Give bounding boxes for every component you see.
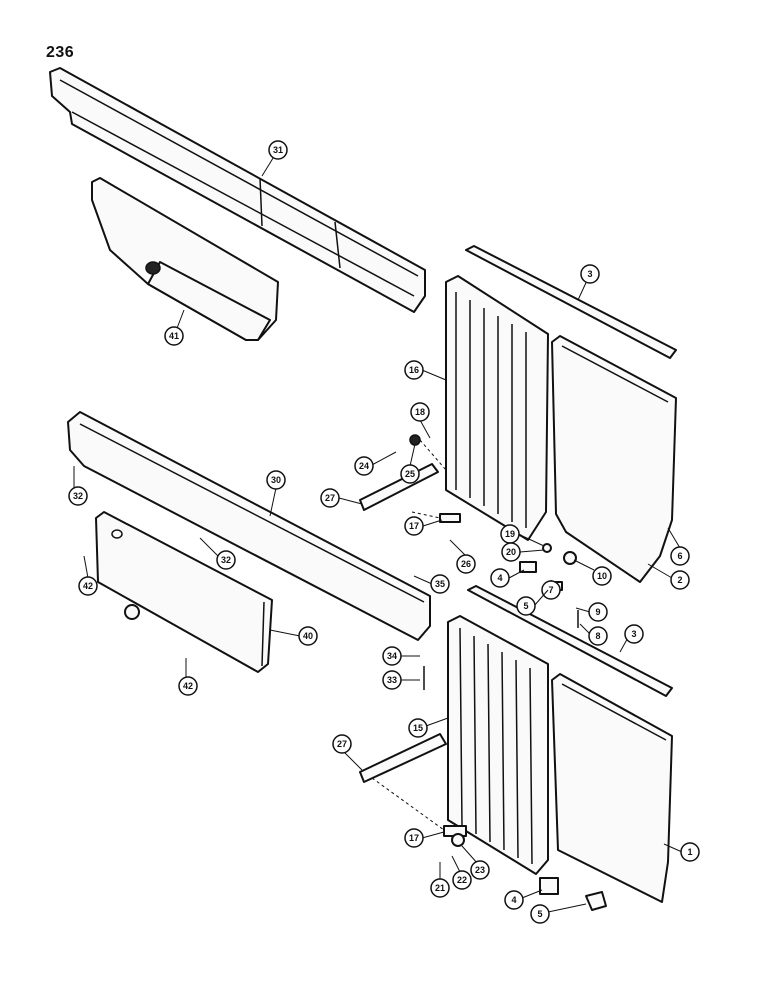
callout-4-lower-label: 4	[511, 895, 516, 905]
callout-3-top: 3	[577, 264, 600, 301]
callout-5-upper: 5	[516, 589, 549, 616]
callout-20-label: 20	[506, 547, 516, 557]
callout-17-lower-label: 17	[409, 833, 419, 843]
upper-side-panel	[91, 177, 279, 341]
callout-4-upper-label: 4	[497, 573, 502, 583]
callout-3-top-label: 3	[587, 269, 592, 279]
callout-20: 20	[501, 542, 545, 562]
callout-34-label: 34	[387, 651, 397, 661]
callout-34: 34	[382, 646, 420, 666]
callout-1: 1	[663, 842, 700, 862]
callout-8: 8	[579, 623, 608, 646]
callout-3-lower: 3	[619, 624, 644, 653]
callout-23: 23	[461, 845, 490, 880]
callout-9: 9	[575, 602, 608, 622]
callout-24-label: 24	[359, 461, 369, 471]
callout-1-label: 1	[687, 847, 692, 857]
lower-support-bar	[359, 733, 447, 783]
callout-26-label: 26	[461, 559, 471, 569]
callout-15-label: 15	[413, 723, 423, 733]
callout-24: 24	[354, 451, 397, 476]
callout-42-b-label: 42	[183, 681, 193, 691]
callout-18: 18	[410, 402, 431, 439]
callout-22-label: 22	[457, 875, 467, 885]
upper-end-panel	[551, 335, 677, 583]
callout-7: 7	[541, 579, 561, 600]
callout-32-a: 32	[68, 466, 88, 506]
callout-17-lower: 17	[404, 828, 445, 848]
callout-30: 30	[266, 470, 286, 517]
callout-27-lower-label: 27	[337, 739, 347, 749]
callout-33-label: 33	[387, 675, 397, 685]
callout-17-upper-label: 17	[409, 521, 419, 531]
callout-2-label: 2	[677, 575, 682, 585]
callout-10: 10	[573, 559, 612, 586]
upper-mounting-strip	[465, 245, 677, 359]
callout-15: 15	[408, 717, 449, 738]
callout-31-label: 31	[273, 145, 283, 155]
callout-16: 16	[404, 360, 447, 381]
callout-8-label: 8	[595, 631, 600, 641]
callout-9-label: 9	[595, 607, 600, 617]
callout-42-b: 42	[178, 658, 198, 696]
callout-21-label: 21	[435, 883, 445, 893]
callout-41-label: 41	[169, 331, 179, 341]
callout-27-upper-label: 27	[325, 493, 335, 503]
callout-17-upper: 17	[404, 516, 443, 536]
callout-25: 25	[400, 443, 420, 484]
callout-32-a-label: 32	[73, 491, 83, 501]
callout-33: 33	[382, 670, 420, 690]
callout-27-upper: 27	[320, 488, 363, 508]
callout-4-lower: 4	[504, 889, 543, 910]
callout-31: 31	[261, 140, 288, 177]
hardware	[124, 434, 607, 911]
callout-3-lower-label: 3	[631, 629, 636, 639]
assembly-lines	[371, 439, 447, 831]
callout-32-b: 32	[199, 537, 236, 570]
callout-40-label: 40	[303, 631, 313, 641]
callout-5-lower-label: 5	[537, 909, 542, 919]
callout-35-label: 35	[435, 579, 445, 589]
lower-end-panel	[551, 673, 673, 903]
callout-21: 21	[430, 862, 450, 898]
callout-22: 22	[451, 855, 472, 890]
callout-42-a: 42	[78, 555, 98, 596]
callout-4-upper: 4	[490, 568, 525, 588]
callout-10-label: 10	[597, 571, 607, 581]
callout-26: 26	[449, 539, 476, 574]
page-number: 236	[46, 44, 75, 61]
callout-6-label: 6	[677, 551, 682, 561]
callout-2: 2	[647, 563, 690, 590]
lower-side-channel	[67, 411, 431, 641]
callout-23-label: 23	[475, 865, 485, 875]
callout-41: 41	[164, 309, 185, 346]
callout-25-label: 25	[405, 469, 415, 479]
lower-louvered-grille	[447, 615, 549, 875]
callout-19-label: 19	[505, 529, 515, 539]
callout-7-label: 7	[548, 585, 553, 595]
callout-27-lower: 27	[332, 734, 363, 771]
callout-18-label: 18	[415, 407, 425, 417]
callout-40: 40	[269, 626, 318, 646]
callout-5-lower: 5	[530, 903, 587, 924]
callout-5-upper-label: 5	[523, 601, 528, 611]
lower-mounting-strip	[467, 585, 673, 697]
lower-side-panel	[95, 511, 273, 673]
callout-16-label: 16	[409, 365, 419, 375]
callout-30-label: 30	[271, 475, 281, 485]
callout-6: 6	[667, 527, 690, 566]
callout-42-a-label: 42	[83, 581, 93, 591]
upper-side-channel	[49, 67, 426, 313]
callout-32-b-label: 32	[221, 555, 231, 565]
callout-35: 35	[413, 574, 450, 594]
upper-louvered-grille	[445, 275, 549, 541]
